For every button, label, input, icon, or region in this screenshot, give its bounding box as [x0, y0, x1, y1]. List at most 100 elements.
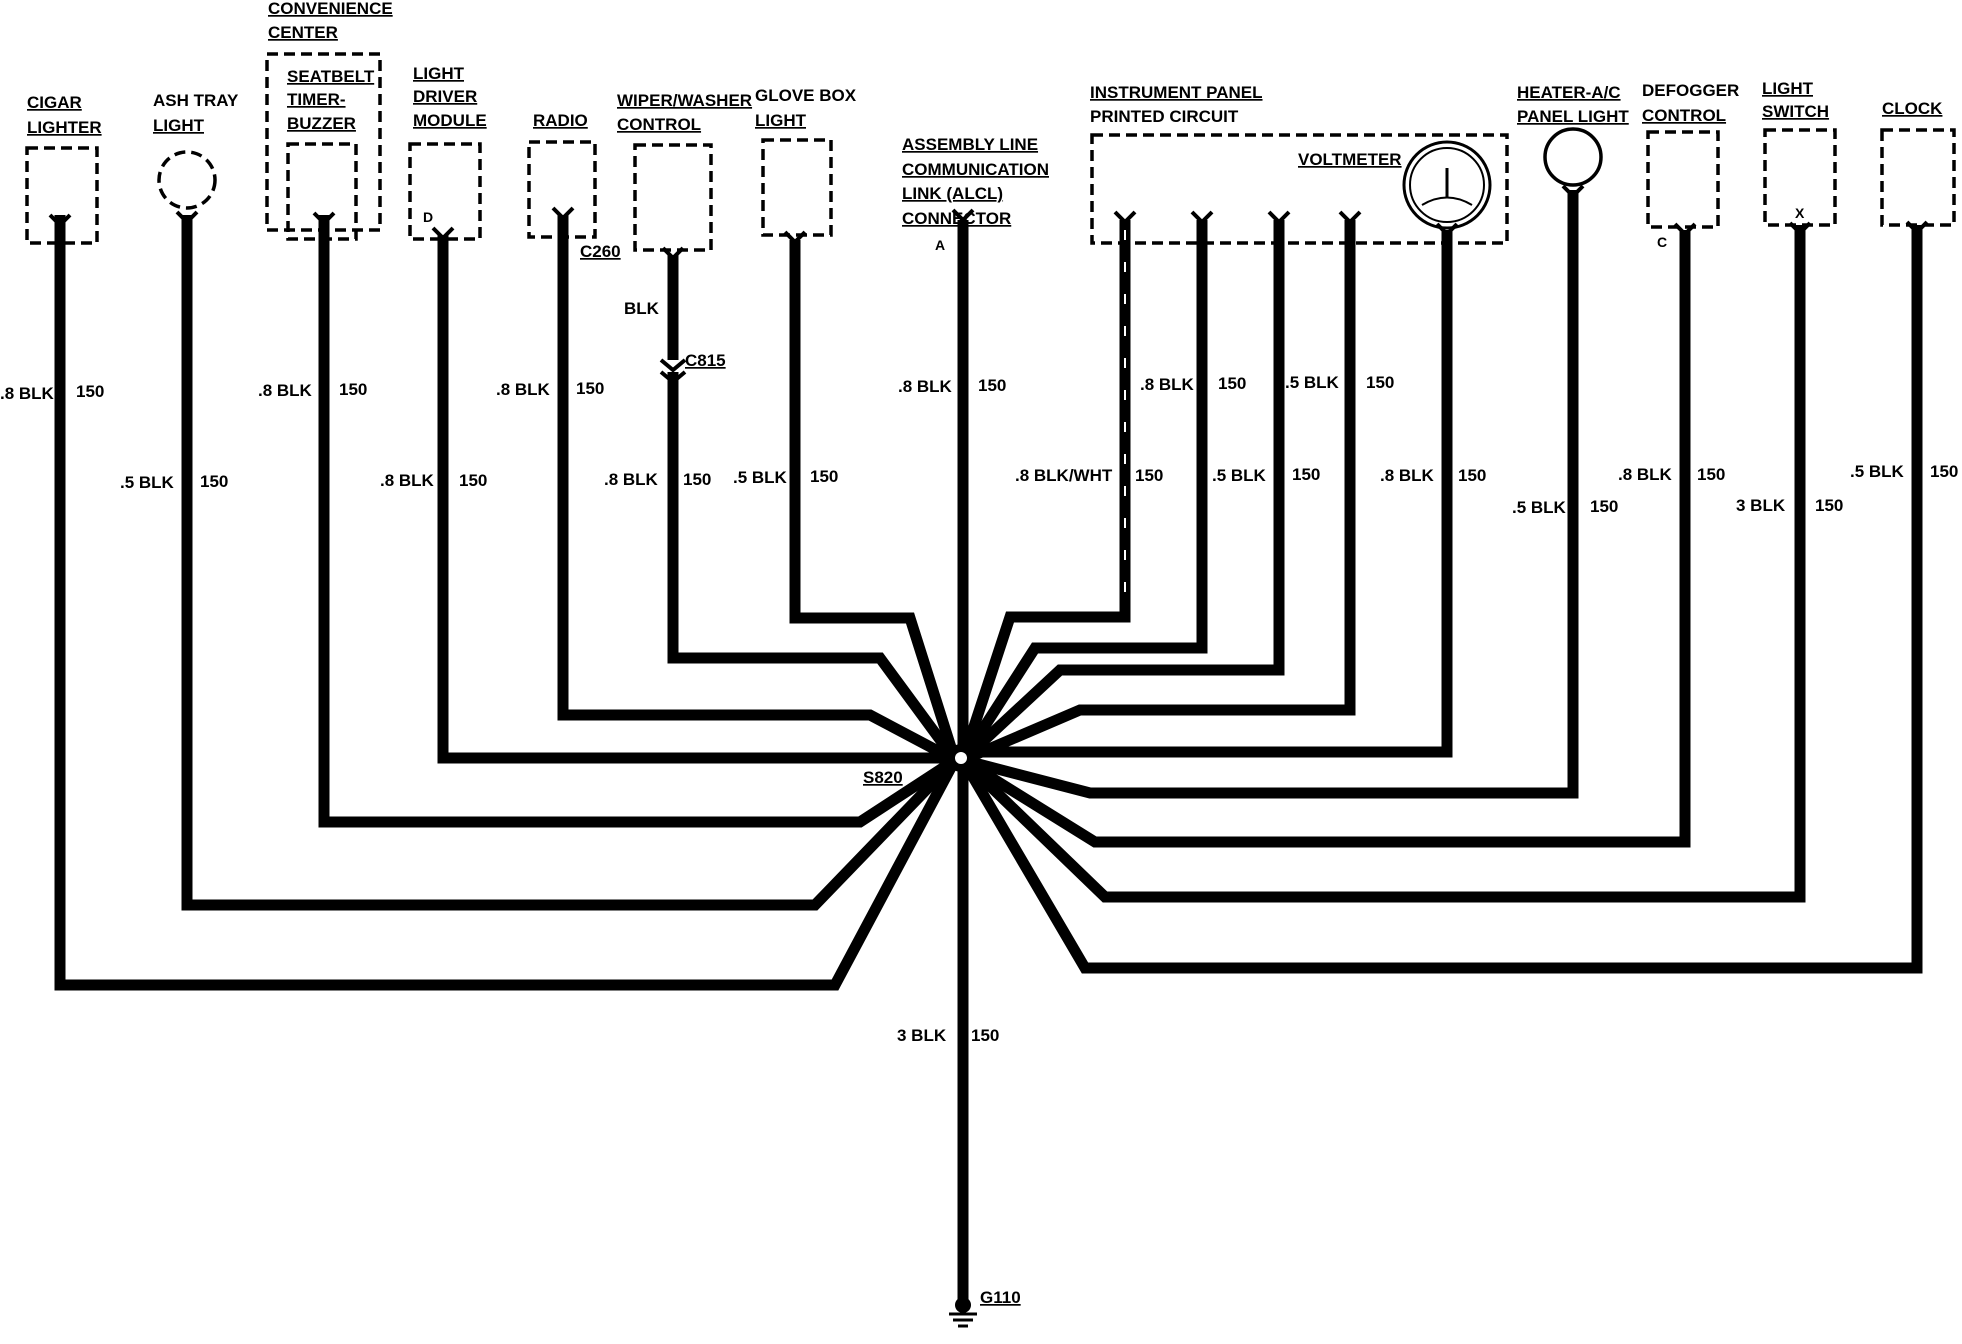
wire-voltmeter [963, 230, 1453, 758]
c260-label: C260 [580, 242, 621, 261]
wire-radio [557, 215, 958, 765]
wl-defogger-circuit: 150 [1697, 465, 1725, 484]
wire-labels: .8 BLK 150 .5 BLK 150 .8 BLK 150 .8 BLK … [0, 299, 1958, 1045]
wl-defogger-size: .8 BLK [1618, 465, 1673, 484]
wire-light-switch [959, 225, 1806, 903]
cigar-lighter-pin [48, 213, 72, 228]
defogger-pin [1673, 222, 1697, 237]
splice-s820-center [955, 752, 967, 764]
wire-cigar-lighter [54, 215, 960, 991]
glove-box-light: GLOVE BOX LIGHT [755, 86, 857, 245]
c815-label: C815 [685, 351, 726, 370]
wl-glove-size: .5 BLK [733, 468, 788, 487]
wl-ip3-lower-circuit: 150 [1292, 465, 1320, 484]
convenience-center: CONVENIENCE CENTER SEATBELT TIMER- BUZZE… [265, 0, 393, 241]
convenience-center-label-2: CENTER [268, 23, 338, 42]
wire-ash-tray-light [181, 215, 959, 911]
wl-seatbelt-size: .8 BLK [258, 381, 313, 400]
wl-ip3-lower-size: .5 BLK [1212, 466, 1267, 485]
voltmeter-gauge-inner [1409, 147, 1485, 223]
ip-pc-box [1090, 133, 1509, 245]
ground-dot [955, 1297, 971, 1313]
seatbelt-timer-buzzer-box [286, 142, 358, 241]
wl-wiper-circuit: 150 [683, 470, 711, 489]
wl-ground-circuit: 150 [971, 1026, 999, 1045]
ip-pc-label-2: PRINTED CIRCUIT [1090, 107, 1239, 126]
radio-pin [551, 206, 575, 221]
wl-glove-circuit: 150 [810, 467, 838, 486]
wires-right [957, 190, 1923, 1300]
wl-ip2-circuit: 150 [1218, 374, 1246, 393]
ip-pc-pin-3 [1267, 210, 1291, 225]
radio: RADIO G C260 [527, 111, 621, 261]
wire-ip-pc-4 [960, 220, 1356, 766]
wl-wiper-upper-size: BLK [624, 299, 660, 318]
clock-pin [1905, 220, 1929, 235]
alcl-connector: ASSEMBLY LINE COMMUNICATION LINK (ALCL) … [902, 135, 1049, 253]
light-switch-box [1763, 128, 1837, 227]
glove-box-pin [783, 230, 807, 245]
voltmeter-pin [1435, 222, 1459, 237]
wl-seatbelt-circuit: 150 [339, 380, 367, 399]
ash-tray-light: ASH TRAY LIGHT [153, 91, 239, 225]
wire-heater-ac-panel-light [961, 190, 1579, 799]
light-switch-label-1: LIGHT [1762, 79, 1814, 98]
wl-alcl-size: .8 BLK [898, 377, 953, 396]
voltmeter-label: VOLTMETER [1298, 150, 1402, 169]
ground-g110: G110 [949, 1288, 1021, 1328]
wiper-label-2: CONTROL [617, 115, 701, 134]
wire-seatbelt-timer-buzzer [318, 215, 959, 828]
heater-ac-label-1: HEATER-A/C [1517, 83, 1621, 102]
defogger-pin-label: C [1657, 234, 1667, 250]
wire-glove-box-light [789, 240, 961, 762]
ip-pc-label-1: INSTRUMENT PANEL [1090, 83, 1263, 102]
wl-ip1-circuit: 150 [1135, 466, 1163, 485]
convenience-center-box [265, 52, 382, 232]
wire-ip-pc-2 [958, 220, 1208, 763]
seatbelt-label-1: SEATBELT [287, 67, 375, 86]
alcl-label-2: COMMUNICATION [902, 160, 1049, 179]
wiper-box [633, 143, 713, 252]
wl-light-driver-circuit: 150 [459, 471, 487, 490]
wl-alcl-circuit: 150 [978, 376, 1006, 395]
wl-clock-circuit: 150 [1930, 462, 1958, 481]
instrument-panel-pc: INSTRUMENT PANEL PRINTED CIRCUIT VOLTMET… [1090, 83, 1509, 245]
radio-label: RADIO [533, 111, 588, 130]
wire-defogger-control [960, 230, 1691, 848]
alcl-label-4: CONNECTOR [902, 209, 1011, 228]
light-switch-pin-label: X [1795, 205, 1805, 221]
wl-ash-circuit: 150 [200, 472, 228, 491]
wl-ip3-upper-size: .5 BLK [1285, 373, 1340, 392]
radio-box [527, 140, 597, 239]
light-driver-label-2: DRIVER [413, 87, 477, 106]
heater-ac-panel-light: HEATER-A/C PANEL LIGHT [1517, 83, 1629, 199]
glove-box-box [761, 138, 833, 237]
wiper-pin [661, 246, 685, 261]
clock-box [1880, 128, 1956, 227]
wl-ip3-upper-circuit: 150 [1366, 373, 1394, 392]
radio-pin-label: G [557, 217, 568, 233]
wl-voltmeter-size: .8 BLK [1380, 466, 1435, 485]
wl-clock-size: .5 BLK [1850, 462, 1905, 481]
light-driver-label-1: LIGHT [413, 64, 465, 83]
seatbelt-label-3: BUZZER [287, 114, 356, 133]
ground-g110-label: G110 [980, 1288, 1021, 1307]
wiper-label-1: WIPER/WASHER [617, 91, 752, 110]
cigar-lighter-box [25, 146, 99, 245]
defogger-box [1646, 130, 1720, 229]
wire-ip-pc-1 [957, 220, 1131, 762]
defogger-label-2: CONTROL [1642, 106, 1726, 125]
wl-cigar-size: .8 BLK [0, 384, 55, 403]
glove-box-label-1: GLOVE BOX [755, 86, 857, 105]
seatbelt-label-2: TIMER- [287, 90, 346, 109]
wire-clock [958, 225, 1923, 974]
heater-ac-pin [1561, 184, 1585, 199]
alcl-label-3: LINK (ALCL) [902, 184, 1003, 203]
light-driver-box [408, 142, 482, 241]
cigar-lighter: CIGAR LIGHTER [25, 93, 102, 245]
wl-light-driver-size: .8 BLK [380, 471, 435, 490]
light-driver-label-3: MODULE [413, 111, 487, 130]
clock: CLOCK [1880, 99, 1956, 235]
wl-wiper-size: .8 BLK [604, 470, 659, 489]
wl-ip2-size: .8 BLK [1140, 375, 1195, 394]
